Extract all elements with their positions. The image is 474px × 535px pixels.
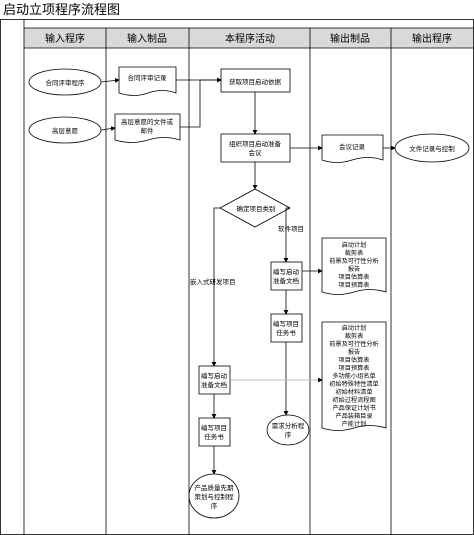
connector-doc-to-get-basis (180, 77, 222, 128)
get-basis-label: 获取项目启动依据 (229, 77, 282, 86)
decide-type-label: 确定项目类别 (237, 204, 276, 213)
decide-type-decision (219, 188, 291, 228)
doc-group-2-line: 项目预算表 (339, 364, 370, 372)
embedded-branch-label: 嵌入式研发项目 (190, 277, 236, 286)
doc-group-1-line: 启动计划 (342, 241, 367, 249)
doc-group-2-line: 项目估算表 (339, 356, 370, 364)
software-branch-label: 软件项目 (278, 224, 304, 233)
sw-task-book-label-1: 编写项目 (273, 319, 299, 328)
doc-group-2-line: 产能计划 (342, 420, 367, 428)
column-header-input-program: 输入程序 (45, 32, 85, 45)
doc-group-2-line: 启动计划 (342, 324, 367, 332)
emb-task-book-label-1: 编写项目 (201, 423, 227, 432)
sw-task-book-label-2: 任务书 (276, 328, 296, 337)
organize-meeting-label-2: 会议 (249, 148, 263, 157)
column-header-output-program: 输出程序 (412, 32, 452, 45)
quality-program-label-2: 策划与控制程 (195, 492, 235, 501)
meeting-record-label: 会议记录 (339, 142, 366, 151)
connectors (100, 77, 396, 475)
contract-review-program-label: 合同评审程序 (46, 78, 86, 87)
doc-group-1-line: 裁剪表 (345, 249, 364, 257)
column-header-activity: 本程序活动 (225, 32, 275, 45)
quality-program-label-1: 产品质量先期 (195, 483, 235, 492)
contract-review-record-label: 合同评审记录 (128, 73, 168, 82)
doc-group-1-line: 前景及可行性分析 (329, 257, 379, 265)
meeting-record-node (321, 134, 384, 163)
doc-group-1-line: 报告 (348, 265, 360, 273)
doc-group-2-line: 初始材料清单 (335, 388, 372, 396)
sw-prepare-doc-label-2: 准备文档 (273, 276, 299, 285)
requirements-program-node (266, 414, 310, 446)
doc-group-2-line: 产品保证计划书 (332, 404, 375, 412)
doc-group-2-line: 前景及可行性分析 (329, 340, 379, 348)
senior-intent-doc-label-1: 高层意愿的文件或 (121, 117, 174, 126)
connector-decision-to-emb (211, 207, 220, 367)
contract-review-record-node (118, 66, 177, 96)
doc-group-2-line: 产品装箱目录 (335, 412, 372, 420)
header-row (24, 28, 473, 48)
column-header-output-artifact: 输出制品 (330, 32, 370, 45)
requirements-program-label-1: 需求分析程 (272, 421, 305, 430)
organize-meeting-activity (220, 133, 291, 163)
doc-group-2-line: 多功能小组名单 (332, 372, 375, 380)
quality-program-label-3: 序 (211, 501, 218, 510)
organize-meeting-label-1: 组织项目启动准备 (229, 139, 282, 148)
doc-group-1-lines: 启动计划 裁剪表 前景及可行性分析 报告 项目估算表 项目预算表 (329, 241, 379, 289)
doc-control-program-label: 文件记录与控制 (409, 144, 455, 153)
column-header-input-artifact: 输入制品 (127, 32, 167, 45)
doc-group-1-line: 项目预算表 (339, 281, 370, 289)
sw-prepare-doc-label-1: 编写启动 (273, 267, 300, 276)
outer-frame (0, 19, 474, 535)
sw-prepare-doc-activity (270, 261, 303, 291)
doc-group-1-line: 项目估算表 (339, 273, 370, 281)
sw-task-book-activity (270, 313, 303, 343)
emb-prepare-doc-label-1: 编写启动 (201, 371, 228, 380)
doc-group-2-line: 初始过程流程图 (332, 396, 375, 404)
emb-prepare-doc-activity (198, 365, 231, 395)
connector-contract-program-to-record (100, 78, 120, 83)
requirements-program-label-2: 序 (285, 430, 292, 439)
diagram-title: 启动立项程序流程图 (3, 3, 120, 18)
connector-decision-to-sw (283, 207, 290, 263)
doc-group-2-line: 裁剪表 (345, 332, 364, 340)
senior-intent-doc-label-2: 邮件 (141, 126, 155, 135)
emb-task-book-label-2: 任务书 (204, 432, 224, 441)
emb-prepare-doc-label-2: 准备文档 (201, 380, 227, 389)
connector-senior-intent-to-doc (100, 126, 116, 131)
doc-group-2-lines: 启动计划 裁剪表 前景及可行性分析 报告 项目估算表 项目预算表 多功能小组名单… (329, 324, 379, 428)
doc-group-2-line: 报告 (348, 348, 360, 356)
emb-task-book-activity (198, 417, 231, 447)
senior-intent-doc-node (114, 113, 181, 143)
doc-group-1-node (321, 237, 387, 295)
senior-intent-label: 高层意愿 (52, 126, 79, 135)
doc-group-2-node (321, 321, 387, 431)
doc-group-2-line: 初始特殊特性清单 (329, 380, 379, 388)
